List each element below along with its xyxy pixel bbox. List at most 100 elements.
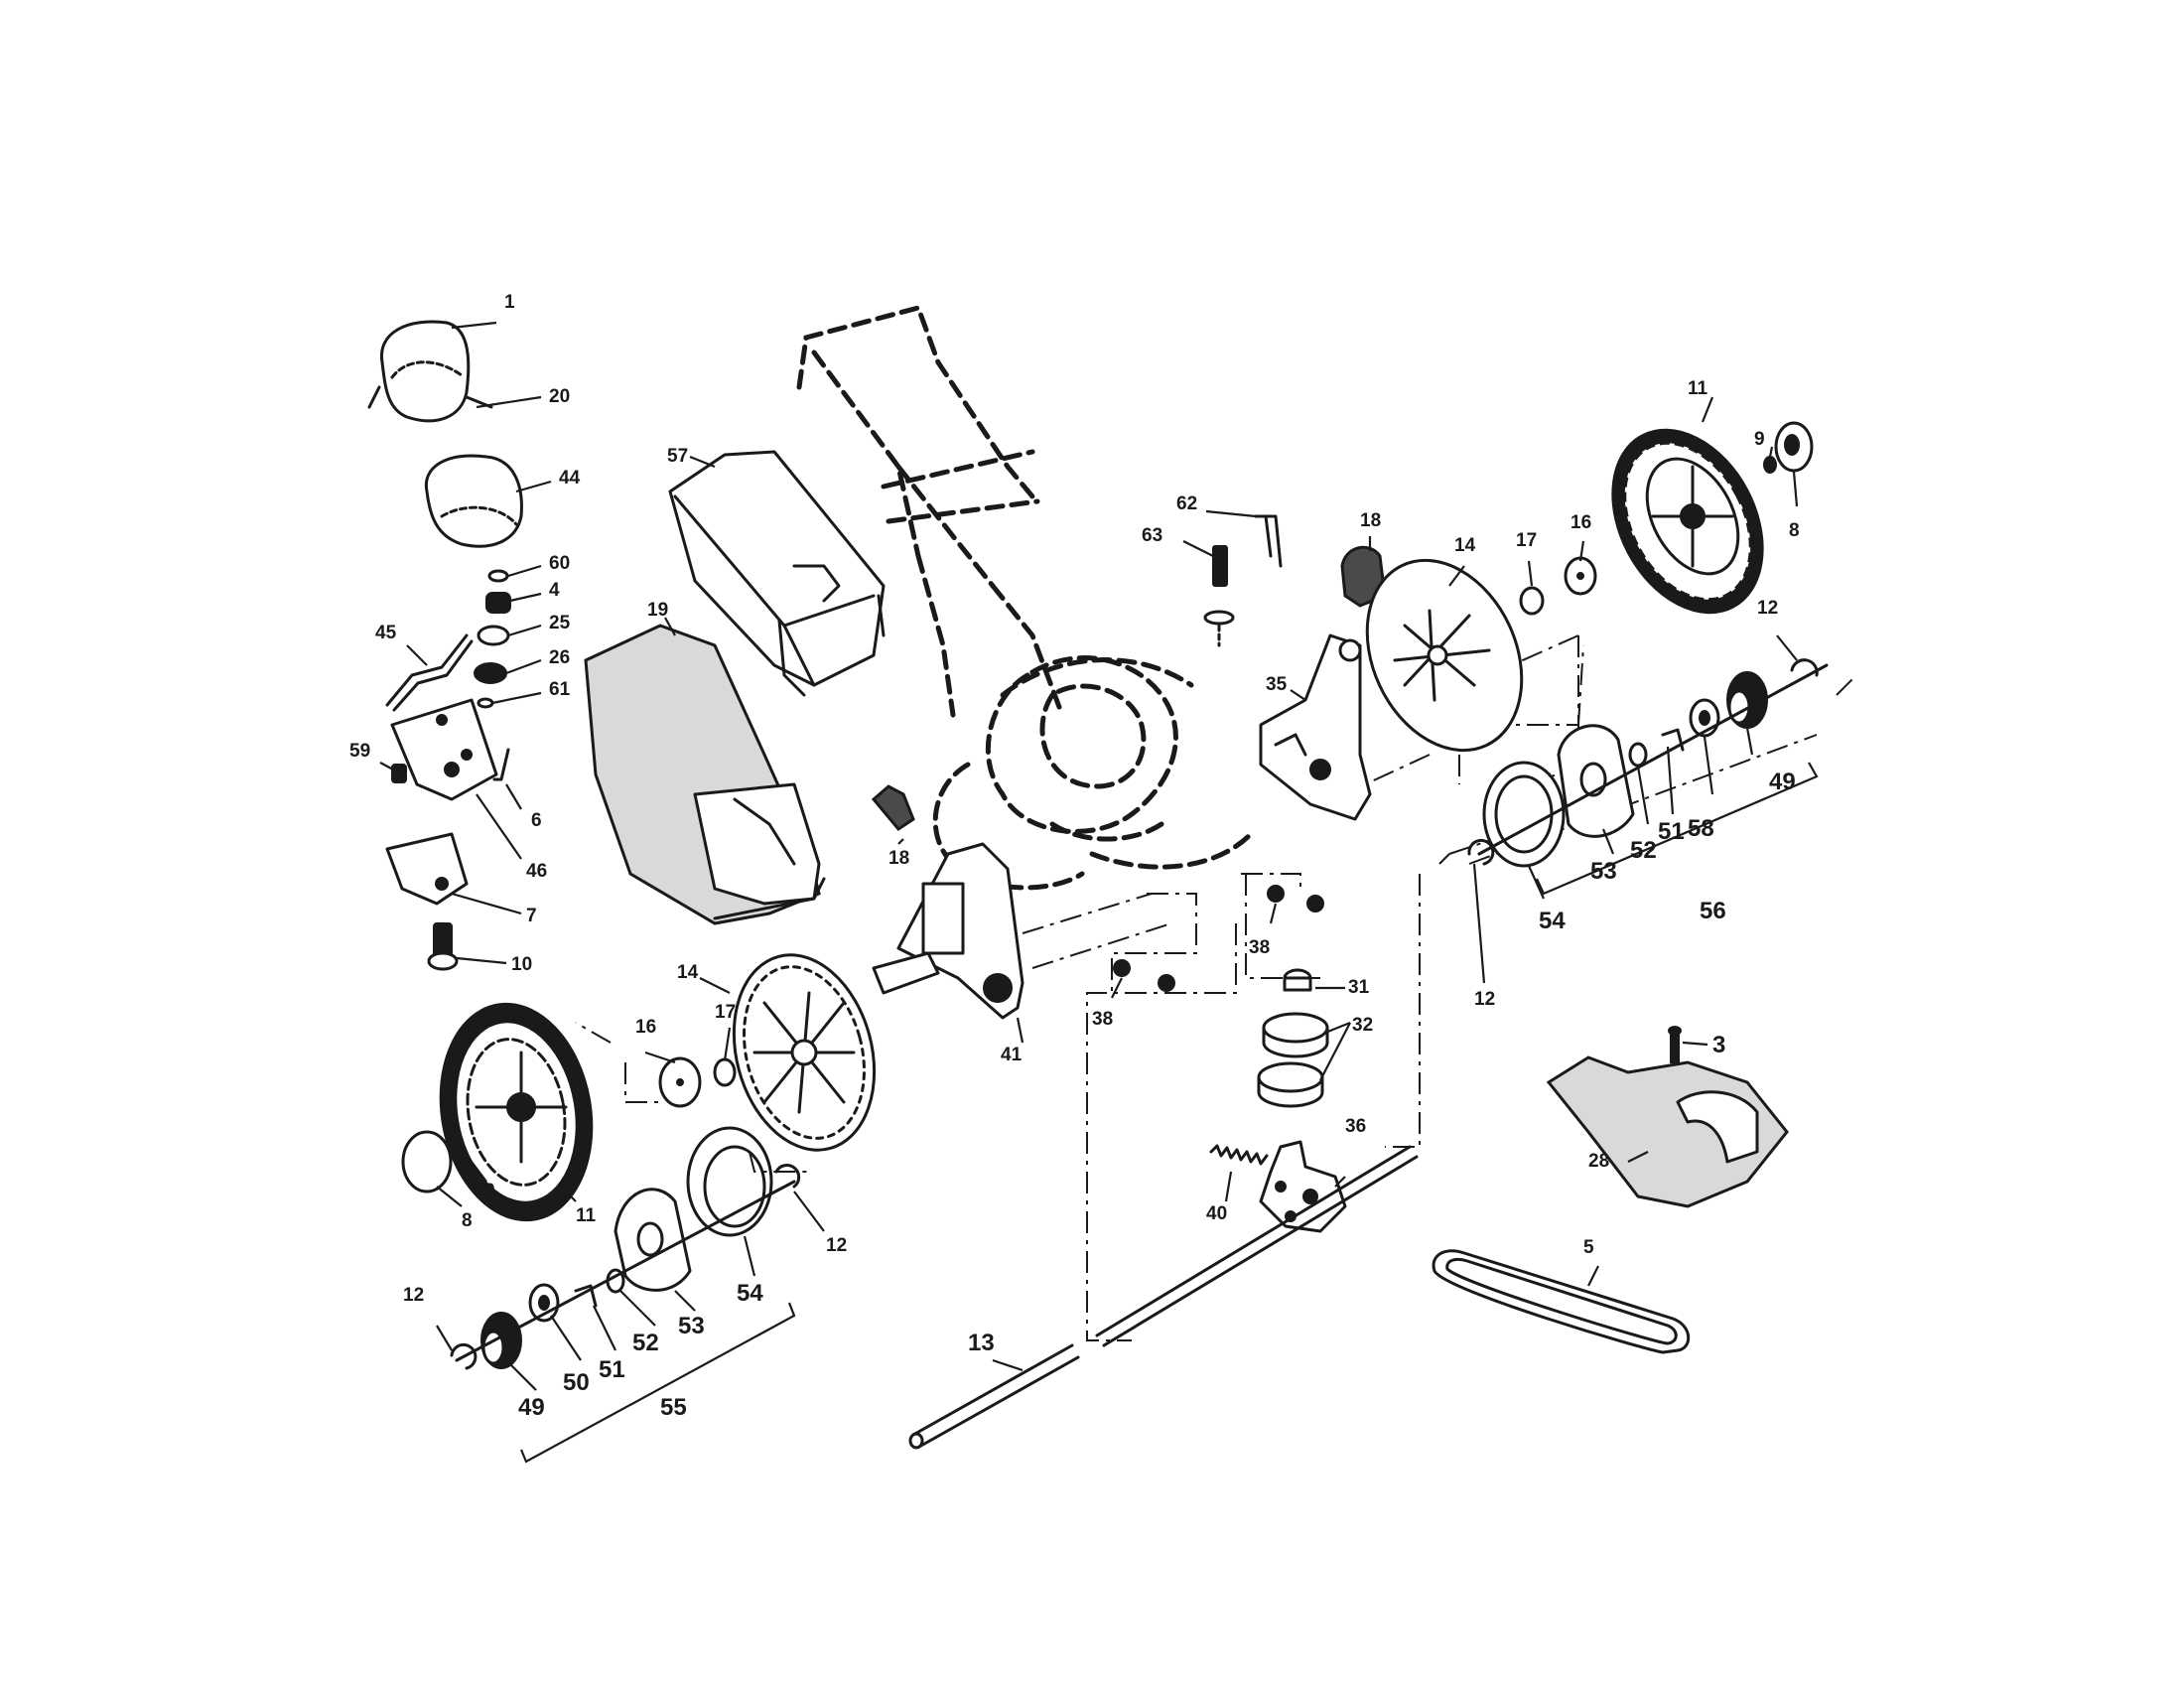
part-screw-59 [391, 764, 407, 783]
part-clip-17-left [713, 1057, 737, 1087]
callout-61: 61 [549, 679, 571, 700]
part-pulleys-32 [1257, 1012, 1329, 1108]
part-key-51-left [574, 1284, 598, 1308]
callout-38-upper: 38 [1249, 937, 1270, 958]
callout-18-right: 18 [1360, 510, 1381, 531]
callout-31: 31 [1348, 977, 1370, 998]
callout-4: 4 [549, 580, 560, 601]
part-clip-12-left-bottom [450, 1342, 478, 1370]
part-pin-6 [492, 748, 510, 781]
part-belt-5 [1432, 1249, 1691, 1354]
callout-13: 13 [968, 1330, 995, 1356]
part-cap-31 [1283, 968, 1312, 992]
assembly-line-left [575, 1022, 812, 1173]
callout-9-left: 9 [484, 1181, 495, 1201]
callout-36: 36 [1345, 1116, 1366, 1137]
part-cover-44 [424, 454, 523, 548]
callout-55: 55 [660, 1394, 687, 1421]
part-ring-52-right [1628, 742, 1648, 768]
callout-20: 20 [549, 386, 570, 407]
callout-62: 62 [1176, 493, 1197, 514]
part-bracket-46 [390, 698, 498, 801]
part-wheel-11-right [1611, 428, 1764, 615]
part-axle-shaft [1095, 1145, 1419, 1347]
group-bracket-55 [519, 1302, 796, 1464]
leader-lines [379, 321, 1799, 1391]
callout-35: 35 [1266, 674, 1288, 695]
callout-51-right: 51 [1658, 818, 1685, 845]
callout-17-right: 17 [1516, 530, 1537, 551]
callout-9-right: 9 [1754, 429, 1765, 450]
callout-5: 5 [1583, 1237, 1594, 1258]
part-plate-7 [385, 832, 469, 906]
callout-16-right: 16 [1570, 512, 1591, 533]
part-cap-8-right [1774, 421, 1814, 473]
callout-56: 56 [1700, 898, 1726, 924]
callout-54-left: 54 [737, 1280, 763, 1307]
part-transmission-36 [1259, 1140, 1347, 1233]
part-clip-17-right [1519, 586, 1545, 616]
part-clip-12-right-bottom [1467, 838, 1495, 866]
callout-12-right-bottom: 12 [1474, 989, 1495, 1010]
part-washer-16-left [658, 1056, 702, 1108]
callout-63: 63 [1142, 525, 1162, 546]
part-washer-16-right [1564, 556, 1597, 596]
callout-25: 25 [549, 613, 571, 633]
handle-phantom [796, 304, 1065, 718]
callout-49-right: 49 [1769, 769, 1796, 795]
callout-19: 19 [647, 600, 668, 621]
part-hub-disc-14-right [1365, 558, 1524, 753]
callout-38-lower: 38 [1092, 1009, 1113, 1030]
callout-3: 3 [1712, 1032, 1725, 1058]
part-cap-8-left [401, 1130, 453, 1193]
callout-51-left: 51 [599, 1356, 625, 1383]
callout-16-left: 16 [635, 1017, 656, 1038]
callout-52-left: 52 [632, 1330, 659, 1356]
part-bolt-63 [1203, 545, 1235, 647]
part-ring-54-left [686, 1126, 773, 1237]
callout-7: 7 [526, 906, 537, 926]
callout-labels: 1 20 44 60 4 25 26 61 45 59 6 46 7 10 57… [349, 292, 1800, 1421]
callout-52-right: 52 [1630, 837, 1657, 864]
callout-46: 46 [526, 861, 547, 882]
part-clip-12-left-top [774, 1164, 801, 1189]
part-gear-49-left [480, 1312, 522, 1369]
callout-8-right: 8 [1789, 520, 1800, 541]
part-bolt-10 [427, 922, 459, 971]
callout-11-right: 11 [1688, 378, 1708, 399]
callout-49-left: 49 [518, 1394, 545, 1421]
part-wheel-11-left [439, 1002, 594, 1222]
callout-14-left: 14 [677, 962, 699, 983]
callout-44: 44 [559, 468, 581, 489]
part-pad-18-left [871, 784, 915, 831]
callout-8-left: 8 [462, 1210, 473, 1231]
part-axle-line-left [455, 1180, 796, 1362]
part-rod-62 [1254, 514, 1283, 568]
callout-11-left: 11 [576, 1205, 597, 1226]
part-hub-disc-14-left [732, 953, 877, 1152]
callout-14-right: 14 [1454, 535, 1476, 556]
part-pawl-plate-53-left [614, 1188, 692, 1292]
callout-58-right: 58 [1688, 815, 1714, 842]
callout-57: 57 [667, 446, 688, 467]
part-knob-cover-1 [367, 320, 493, 423]
part-axle-line-right [1477, 663, 1829, 856]
callout-45: 45 [375, 623, 397, 643]
part-spring-40 [1209, 1144, 1269, 1166]
callout-53-right: 53 [1590, 858, 1617, 885]
part-stack-knob [474, 569, 511, 709]
callout-6: 6 [531, 810, 542, 831]
callout-12-right-top: 12 [1757, 598, 1778, 619]
callout-40: 40 [1206, 1203, 1227, 1224]
callout-54-right: 54 [1539, 908, 1566, 934]
callout-59: 59 [349, 741, 370, 762]
part-height-adjuster-35 [1259, 633, 1372, 821]
callout-17-left: 17 [715, 1002, 736, 1023]
group-bracket-56 [1536, 762, 1819, 896]
callout-53-left: 53 [678, 1313, 705, 1339]
part-pawl-plate-53-right [1557, 724, 1635, 838]
part-nut-9-right [1763, 456, 1777, 474]
part-rod-13 [908, 1343, 1080, 1450]
part-grass-bag-19 [584, 624, 826, 925]
